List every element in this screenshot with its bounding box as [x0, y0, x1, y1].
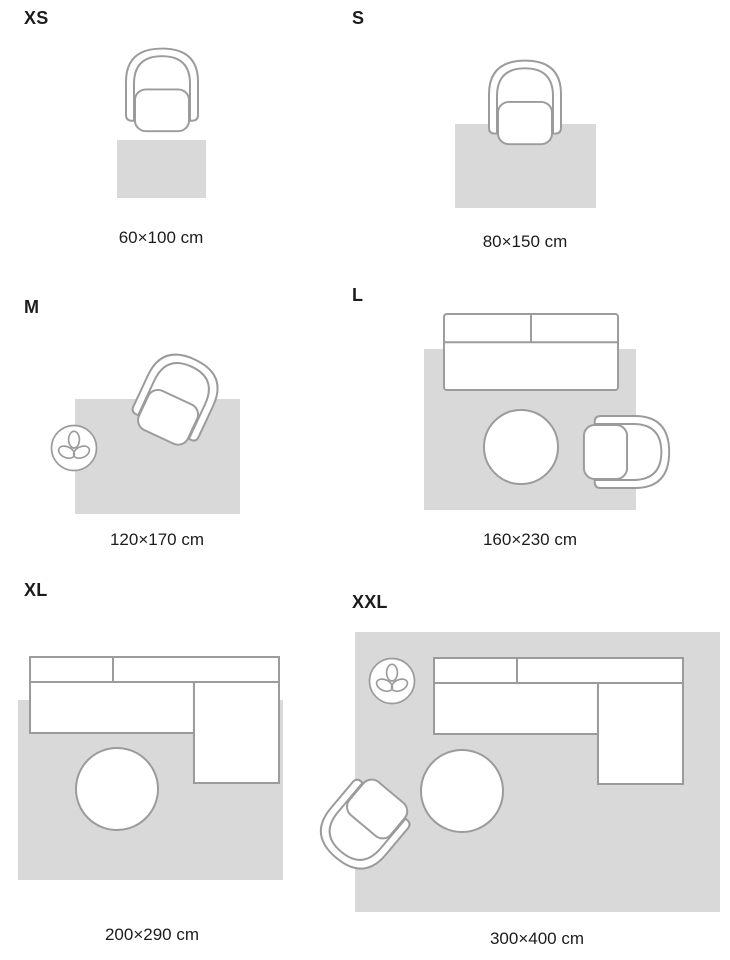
coffee-table-icon: [75, 747, 159, 831]
armchair-icon: [488, 59, 562, 146]
dimension-label-xl: 200×290 cm: [104, 925, 200, 944]
scene-xs: [117, 47, 206, 198]
dimension-label-s: 80×150 cm: [482, 232, 568, 251]
coffee-table-icon: [483, 409, 559, 485]
size-label-xxl: XXL: [352, 592, 388, 612]
dimension-label-m: 120×170 cm: [109, 530, 205, 549]
armchair-icon: [582, 415, 671, 489]
scene-l: [424, 313, 671, 510]
plant-icon: [368, 657, 416, 705]
dimension-label-xxl: 300×400 cm: [489, 929, 585, 948]
size-label-s: S: [352, 8, 365, 28]
sofa-icon: [443, 313, 619, 391]
scene-xl: [18, 655, 283, 880]
scene-s: [455, 59, 596, 208]
scene-m: [50, 343, 240, 514]
size-label-m: M: [24, 297, 40, 317]
dimension-label-xs: 60×100 cm: [118, 228, 204, 247]
armchair-icon: [125, 47, 199, 133]
size-label-xl: XL: [24, 580, 48, 600]
coffee-table-icon: [420, 749, 504, 833]
plant-icon: [50, 424, 98, 472]
size-label-xs: XS: [24, 8, 49, 28]
rug-xs: [117, 140, 206, 198]
dimension-label-l: 160×230 cm: [482, 530, 578, 549]
size-label-l: L: [352, 285, 364, 305]
scene-xxl: [307, 632, 720, 912]
